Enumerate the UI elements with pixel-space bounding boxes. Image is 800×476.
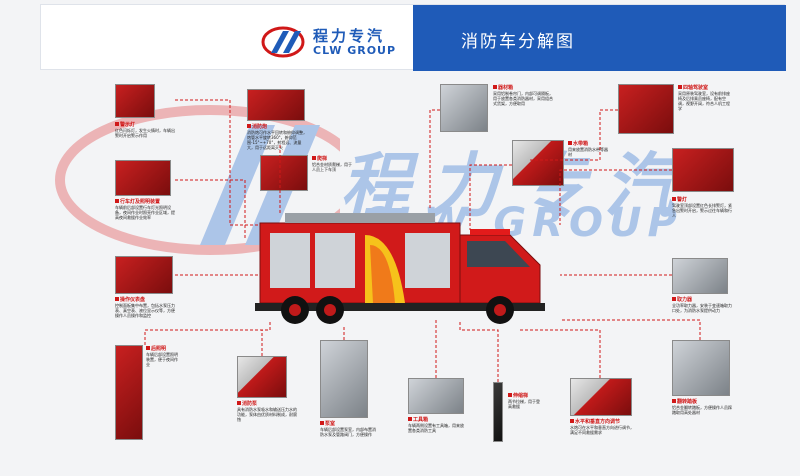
water-cannon-text: 消防炮可作水平回转和俯仰调整，炮管水平旋转360°，俯仰范围-15°~+70°，… (247, 130, 307, 150)
logo-chinese-text: 程力专汽 (313, 27, 386, 45)
equipment-box-text: 采用铝制卷帘门，内部可调隔板，用于放置各类消防器材，采用组合式货架，方便取用 (493, 91, 553, 106)
page-title: 消防车分解图 (461, 32, 575, 52)
water-cannon-title: 消防炮 (247, 123, 267, 130)
toolbox-title: 工具箱 (408, 416, 428, 423)
step-title: 翻转踏板 (672, 398, 697, 405)
company-logo: 程力专汽 CLW GROUP (261, 25, 431, 59)
ladder-photo (260, 155, 308, 191)
rear-lighting-photo (115, 345, 143, 440)
step-text: 铝合金翻转踏板，方便操作人员踩踏取用高处器材 (672, 405, 732, 415)
control-panel-text: 控制面板集中布置，包括水泵压力表、真空表、液位显示仪等，方便操作人员操作和监控 (115, 303, 175, 318)
hose-box-title: 水带箱 (568, 140, 588, 147)
fire-pump-photo (237, 356, 287, 398)
ladder-text: 铝合金材质爬梯，用于人员上下车顶 (312, 162, 352, 172)
clw-logo-icon (261, 26, 305, 58)
warning-light-title: 警示灯 (115, 121, 135, 128)
title-band (413, 5, 786, 71)
light-bar-photo (672, 148, 734, 192)
pump-room-photo (320, 340, 368, 418)
logo-english-text: CLW GROUP (313, 44, 397, 57)
step-photo (672, 340, 730, 396)
pto-text: 全功率取力器，安装于变速箱取力口处，为消防水泵提供动力 (672, 303, 732, 313)
adjustment-photo (570, 378, 632, 416)
light-bar-title: 警灯 (672, 196, 687, 203)
fire-pump-title: 消防泵 (237, 400, 257, 407)
telescopic-ladder-photo (493, 382, 503, 442)
lighting-text: 车辆前后部设置行车灯光照明设备，夜间作业时照亮作业区域，提高夜间救援作业效率 (115, 205, 175, 220)
lighting-photo (115, 160, 171, 196)
control-panel-title: 操作仪表盘 (115, 296, 145, 303)
pump-room-text: 车辆后部设置泵室，内部布置消防水泵及管路阀门，方便操作 (320, 427, 376, 437)
adjustment-title: 水平和垂直方向调节 (570, 418, 620, 425)
adjustment-text: 水炮可在水平和垂直方向进行调节，满足不同救援需求 (570, 425, 634, 435)
ladder-title: 爬梯 (312, 155, 327, 162)
cab-title: 四轴驾驶室 (678, 84, 708, 91)
telescopic-ladder-text: 两节拉梯，用于登高救援 (508, 399, 540, 409)
toolbox-photo (408, 378, 464, 414)
warning-light-text: 红色闪烁灯，发生火情时，车辆出警时开启警示作用 (115, 128, 175, 138)
hose-box-text: 用来放置消防水带等器材 (568, 147, 608, 157)
toolbox-text: 车辆两侧设置有工具箱，用来放置各类消防工具 (408, 423, 464, 433)
warning-light-photo (115, 84, 155, 118)
equipment-box-photo (440, 84, 488, 132)
fire-truck-illustration (255, 213, 545, 324)
equipment-box-title: 器材箱 (493, 84, 513, 91)
cab-text: 采用原装驾驶室，设有前排座椅及后排乘员座椅，配有空调，视野开阔，符合人机工程学 (678, 91, 730, 111)
light-bar-text: 驾驶室顶部设置红色长排警灯，紧急出警时开启，警示过往车辆和行人 (672, 203, 732, 218)
rear-lighting-text: 车辆后部设置照明装置，便于夜间作业 (146, 352, 178, 367)
cab-photo (618, 84, 674, 134)
pto-photo (672, 258, 728, 294)
hose-box-photo (512, 140, 564, 186)
header-banner: 程力专汽 CLW GROUP 消防车分解图 (40, 4, 786, 71)
water-cannon-photo (247, 89, 305, 121)
lighting-title: 行车灯及照明装置 (115, 198, 160, 205)
pto-title: 取力器 (672, 296, 692, 303)
telescopic-ladder-title: 伸缩梯 (508, 392, 528, 399)
control-panel-photo (115, 256, 173, 294)
rear-lighting-title: 后照明 (146, 345, 166, 352)
fire-pump-text: 具有消防水泵吸水和输送压力水的功能，泵体由优质材料制成，耐腐蚀 (237, 407, 297, 422)
pump-room-title: 泵室 (320, 420, 335, 427)
